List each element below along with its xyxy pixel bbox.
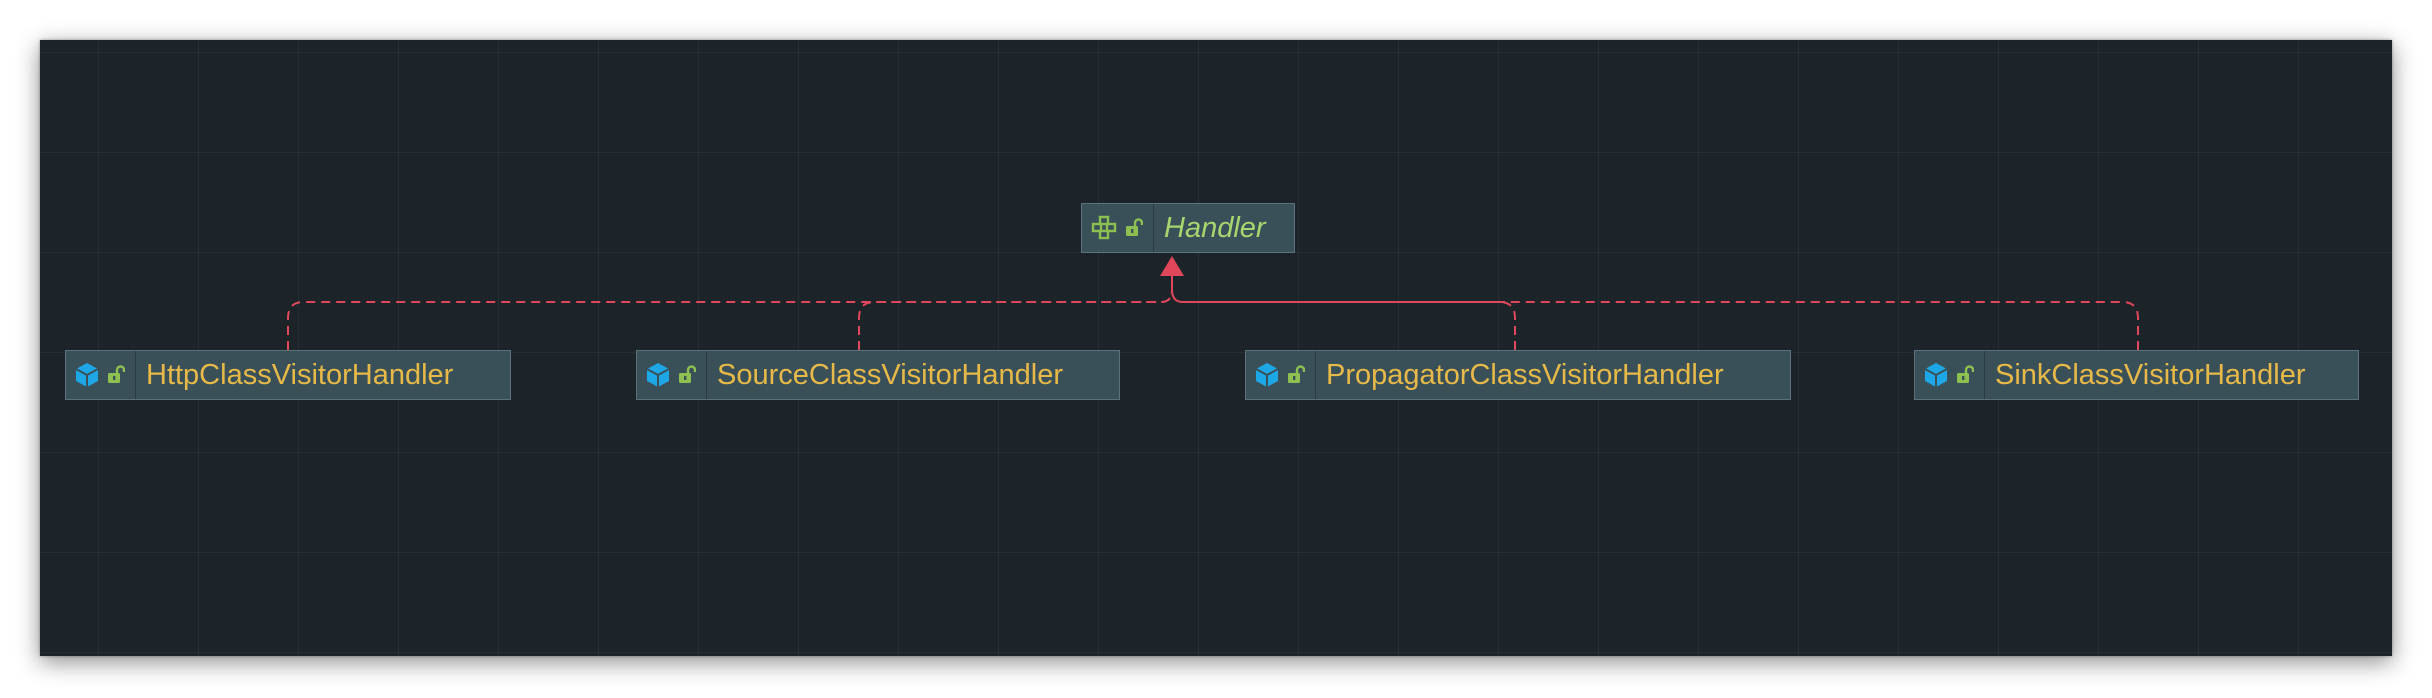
interface-icon [1091, 215, 1117, 240]
class-node-http[interactable]: HttpClassVisitorHandler [65, 350, 511, 400]
class-icon [1924, 363, 1948, 387]
public-lock-icon [1957, 365, 1974, 383]
public-lock-icon [1126, 218, 1143, 236]
edge-sink-to-handler [1171, 276, 2139, 350]
public-lock-icon [108, 365, 125, 383]
interface-node-handler[interactable]: Handler [1081, 203, 1295, 253]
class-icon [646, 363, 670, 387]
class-node-source[interactable]: SourceClassVisitorHandler [636, 350, 1120, 400]
realization-arrowhead [1160, 256, 1184, 276]
interface-name: Handler [1164, 211, 1266, 244]
edge-propagator-to-handler [1171, 276, 1516, 350]
node-icons [1915, 351, 1985, 399]
inheritance-edges [287, 256, 2139, 350]
node-icons [1082, 204, 1154, 252]
public-lock-icon [679, 365, 696, 383]
edge-source-to-handler [858, 276, 1173, 350]
class-name: PropagatorClassVisitorHandler [1326, 358, 1724, 391]
class-icon [1255, 363, 1279, 387]
class-name: HttpClassVisitorHandler [146, 358, 454, 391]
node-icons [66, 351, 136, 399]
node-icons [1246, 351, 1316, 399]
class-node-sink[interactable]: SinkClassVisitorHandler [1914, 350, 2359, 400]
public-lock-icon [1288, 365, 1305, 383]
class-icon [75, 363, 99, 387]
class-name: SourceClassVisitorHandler [717, 358, 1064, 391]
edge-http-to-handler [287, 276, 1173, 350]
class-node-propagator[interactable]: PropagatorClassVisitorHandler [1245, 350, 1791, 400]
class-name: SinkClassVisitorHandler [1995, 358, 2306, 391]
node-icons [637, 351, 707, 399]
diagram-canvas: Handler HttpClassVisitorHandler [40, 40, 2392, 656]
